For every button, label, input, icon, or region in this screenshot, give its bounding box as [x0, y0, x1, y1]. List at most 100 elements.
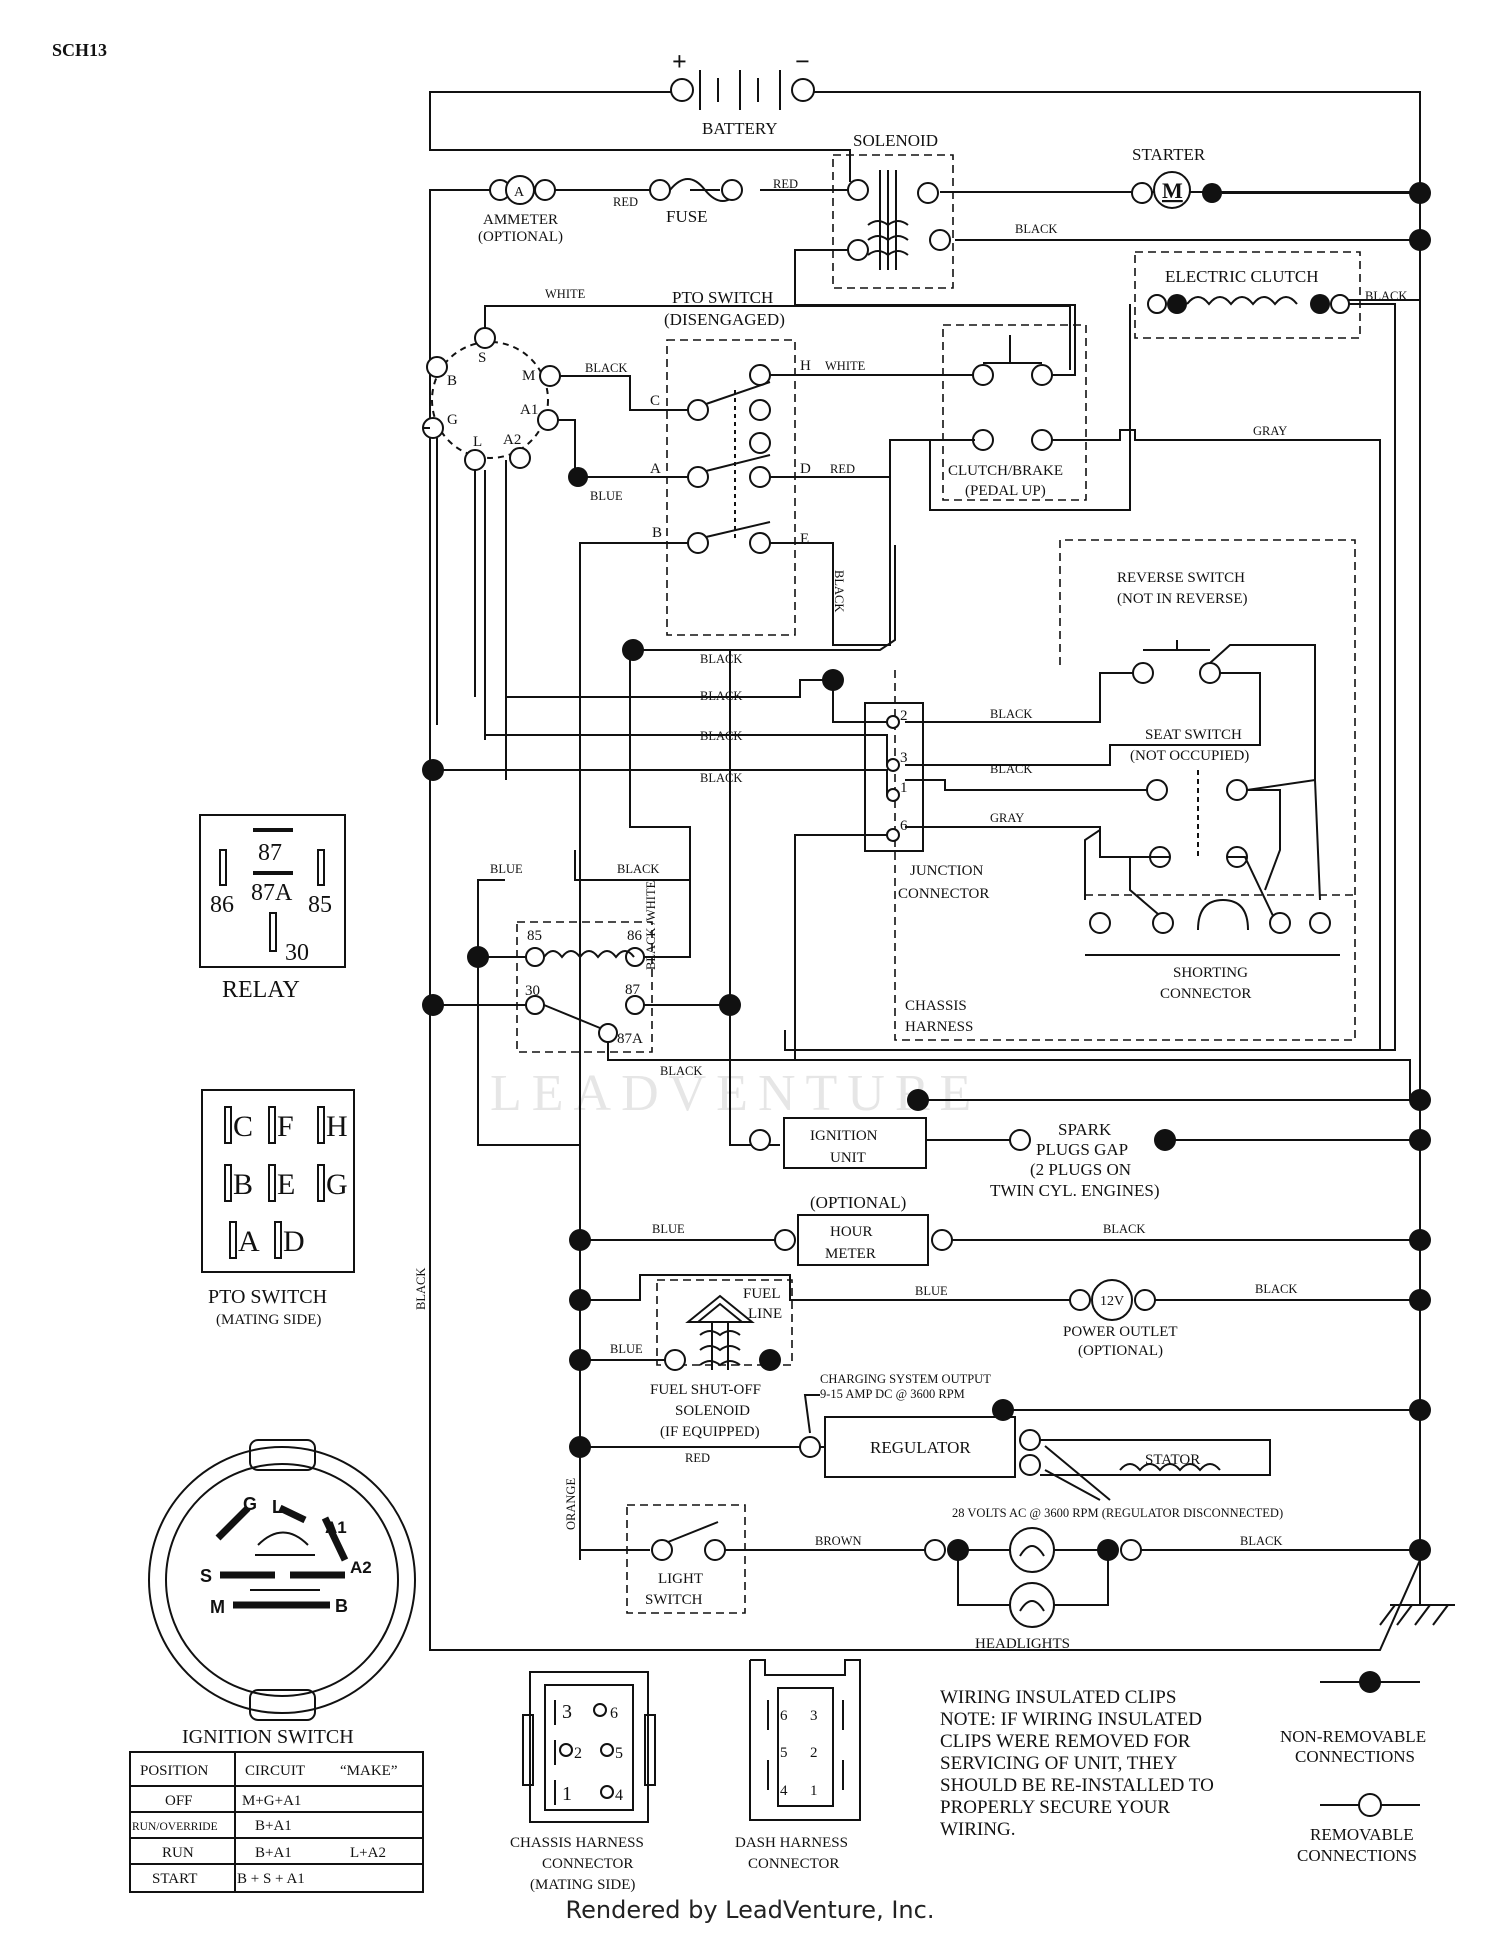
harness-black-wires: BLACK BLACK BLACK BLACK — [422, 545, 896, 880]
wiring-notes: WIRING INSULATED CLIPS NOTE: IF WIRING I… — [940, 1687, 1214, 1840]
ign-face-b: B — [335, 1596, 348, 1616]
wire-black-rev: BLACK — [990, 707, 1032, 721]
relay-term-87: 87 — [625, 982, 641, 998]
wire-brown: BROWN — [815, 1534, 862, 1548]
pto-pin-d: D — [283, 1225, 305, 1258]
pto-pin-g: G — [326, 1168, 348, 1201]
wire-gray-2: GRAY — [990, 811, 1024, 825]
starter-label: STARTER — [1132, 145, 1206, 164]
wire-black-hl: BLACK — [1240, 1534, 1282, 1548]
ign-term-l: L — [473, 434, 482, 450]
ign-face-m: M — [210, 1597, 225, 1617]
pto-term-e: E — [800, 531, 809, 547]
ignition-unit-label-1: IGNITION — [810, 1128, 878, 1144]
pto-switch-label-1: PTO SWITCH — [672, 288, 773, 307]
pto-switch-schematic: PTO SWITCH (DISENGAGED) C H A D B E WHIT… — [568, 288, 975, 1145]
wire-black-hm: BLACK — [1103, 1222, 1145, 1236]
wire-black-po: BLACK — [1255, 1282, 1297, 1296]
legend-non-removable-2: CONNECTIONS — [1295, 1747, 1415, 1766]
ammeter-label-1: AMMETER — [483, 212, 558, 228]
ign-term-a2: A2 — [503, 432, 521, 448]
pto-term-a: A — [650, 461, 661, 477]
connection-legend: NON-REMOVABLE CONNECTIONS REMOVABLE CONN… — [1280, 1671, 1426, 1865]
ign-term-m: M — [522, 368, 535, 384]
wire-orange: ORANGE — [564, 1478, 578, 1530]
headlights: BLACK HEADLIGHTS — [924, 1527, 1431, 1652]
legend-removable-1: REMOVABLE — [1310, 1825, 1414, 1844]
wire-black-white: BLACK /WHITE — [644, 880, 658, 970]
hour-meter-optional: (OPTIONAL) — [810, 1193, 906, 1212]
dash-pin-3: 3 — [810, 1708, 818, 1724]
chassis-pin-3: 3 — [562, 1701, 572, 1723]
chassis-harness-label-2: HARNESS — [905, 1019, 973, 1035]
dash-connector-label-2: CONNECTOR — [748, 1856, 839, 1872]
ign-term-a1: A1 — [520, 402, 538, 418]
pto-mating-title: PTO SWITCH — [208, 1286, 327, 1308]
wire-black-87a: BLACK — [660, 1064, 702, 1078]
chassis-pin-4: 4 — [615, 1787, 623, 1804]
wire-red-reg: RED — [685, 1451, 710, 1465]
note-line-6: PROPERLY SECURE YOUR — [940, 1797, 1170, 1818]
dash-pin-5: 5 — [780, 1745, 788, 1761]
wire-black-relay: BLACK — [617, 862, 659, 876]
wire-blue-1: BLUE — [590, 489, 623, 503]
reverse-switch: REVERSE SWITCH (NOT IN REVERSE) BLACK — [905, 570, 1316, 780]
note-line-4: SERVICING OF UNIT, THEY — [940, 1753, 1178, 1774]
ign-table-r2-pos: RUN — [162, 1845, 194, 1861]
wire-black-clutch: BLACK — [1365, 289, 1407, 303]
power-outlet: 12V BLACK POWER OUTLET (OPTIONAL) — [1063, 1279, 1431, 1359]
spark-label-1: SPARK — [1058, 1120, 1112, 1139]
shorting-connector: SHORTING CONNECTOR — [1085, 894, 1355, 1002]
power-outlet-label-2: (OPTIONAL) — [1078, 1343, 1163, 1359]
chassis-connector-label-1: CHASSIS HARNESS — [510, 1835, 644, 1851]
hour-meter: BLUE (OPTIONAL) HOUR METER BLACK — [569, 1193, 1431, 1266]
seat-switch-label-2: (NOT OCCUPIED) — [1130, 748, 1249, 764]
reverse-switch-label-2: (NOT IN REVERSE) — [1117, 591, 1248, 607]
wire-black-starter: BLACK — [1015, 222, 1057, 236]
pto-pin-b: B — [233, 1168, 253, 1201]
headlights-label: HEADLIGHTS — [975, 1636, 1070, 1652]
footer-credit: Rendered by LeadVenture, Inc. — [565, 1896, 935, 1924]
note-line-5: SHOULD BE RE-INSTALLED TO — [940, 1775, 1214, 1796]
power-outlet-label-1: POWER OUTLET — [1063, 1324, 1178, 1340]
relay-term-85: 85 — [527, 928, 542, 944]
ign-term-s: S — [478, 350, 486, 366]
ign-table-r2-circ: B+A1 — [255, 1845, 292, 1861]
fuel-shutoff-solenoid: BLUE FUEL LINE BLUE FUEL SHUT-OFF SOLENO… — [569, 1274, 1070, 1440]
wire-black-h3: BLACK — [700, 729, 742, 743]
ign-table-r3-circ: B + S + A1 — [237, 1871, 305, 1887]
dash-pin-4: 4 — [780, 1783, 788, 1799]
relay-term-87a: 87A — [617, 1031, 643, 1047]
pto-pin-c: C — [233, 1110, 253, 1143]
spark-label-4: TWIN CYL. ENGINES) — [990, 1181, 1160, 1200]
pto-pin-e: E — [277, 1168, 295, 1201]
ign-table-r1-circ: B+A1 — [255, 1818, 292, 1834]
ammeter: A AMMETER (OPTIONAL) RED — [478, 175, 638, 245]
page-id: SCH13 — [52, 40, 107, 60]
electric-clutch-label: ELECTRIC CLUTCH — [1165, 267, 1318, 286]
dash-pin-2: 2 — [810, 1745, 818, 1761]
fuel-line-label-1: FUEL — [743, 1286, 781, 1302]
wire-blue-fs: BLUE — [610, 1342, 643, 1356]
dash-connector-label-1: DASH HARNESS — [735, 1835, 848, 1851]
ignition-unit: IGNITION UNIT SPARK PLUGS GAP (2 PLUGS O… — [749, 1089, 1431, 1200]
ign-table-r3-pos: START — [152, 1871, 197, 1887]
pto-mating-subtitle: (MATING SIDE) — [216, 1312, 321, 1328]
ign-table-r0-pos: OFF — [165, 1793, 193, 1809]
battery-label: BATTERY — [702, 119, 778, 138]
ignition-unit-label-2: UNIT — [830, 1150, 866, 1166]
chassis-harness-label-1: CHASSIS — [905, 998, 967, 1014]
regulator-label: REGULATOR — [870, 1438, 971, 1457]
charging-label-2: 9-15 AMP DC @ 3600 RPM — [820, 1387, 965, 1401]
jc-label-1: JUNCTION — [910, 863, 983, 879]
wire-red-1: RED — [613, 195, 638, 209]
ignition-switch-schematic: S M B A1 G L A2 WHITE BLACK — [422, 287, 1071, 780]
chassis-connector-label-3: (MATING SIDE) — [530, 1877, 635, 1893]
seat-switch-label-1: SEAT SWITCH — [1145, 727, 1242, 743]
chassis-pin-6: 6 — [610, 1705, 618, 1722]
wire-white-2: WHITE — [825, 359, 866, 373]
wire-black-h1: BLACK — [700, 652, 742, 666]
light-switch-label-2: SWITCH — [645, 1592, 703, 1608]
regulator: CHARGING SYSTEM OUTPUT 9-15 AMP DC @ 360… — [569, 1372, 1431, 1520]
wire-blue-relay: BLUE — [490, 862, 523, 876]
